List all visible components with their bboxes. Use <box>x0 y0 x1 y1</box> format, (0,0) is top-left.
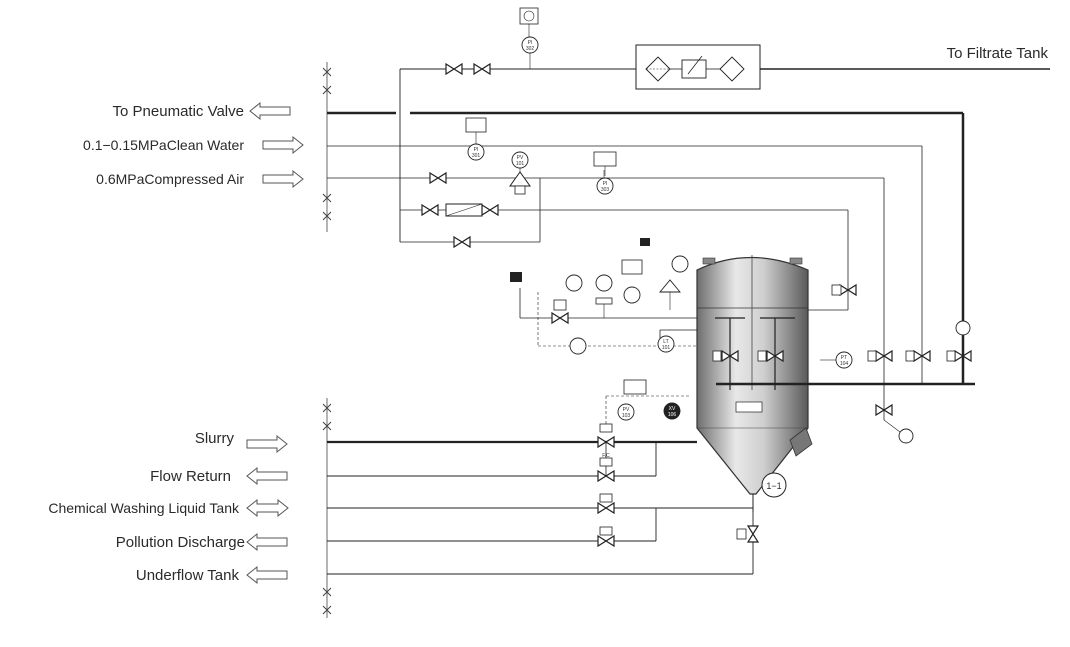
filter-unit <box>635 44 761 90</box>
underflow-tank-label: Underflow Tank <box>136 567 240 584</box>
row-slurry: Slurry <box>195 430 288 453</box>
svg-text:PV: PV <box>517 155 524 161</box>
lower-valves: F.C <box>597 423 759 547</box>
flag-icon <box>510 272 522 282</box>
pollution-discharge-label: Pollution Discharge <box>116 534 245 551</box>
arrow-both-icon <box>246 498 289 518</box>
pressure-regulator-icon <box>509 171 531 187</box>
arrow-left-icon <box>246 467 288 485</box>
svg-text:303: 303 <box>601 187 610 193</box>
gate-valve-icon <box>473 63 491 75</box>
to-filtrate-tank-label: To Filtrate Tank <box>947 45 1049 62</box>
compressed-air-label: 0.6MPaCompressed Air <box>96 171 244 187</box>
instrument-pi-301: PI 301 <box>465 117 487 161</box>
gate-valve-icon <box>429 172 447 184</box>
upper-valves <box>421 63 531 248</box>
gate-valve-icon <box>453 236 471 248</box>
boundary-upper <box>322 62 332 232</box>
row-pollution-discharge: Pollution Discharge <box>116 533 288 551</box>
slurry-label: Slurry <box>195 430 235 447</box>
row-flow-return: Flow Return <box>150 467 288 485</box>
svg-text:103: 103 <box>622 413 631 419</box>
svg-text:101: 101 <box>662 345 671 351</box>
instrument-pi-303: PI 303 <box>593 151 617 195</box>
right-header <box>716 309 975 386</box>
to-pneumatic-valve-label: To Pneumatic Valve <box>113 103 244 120</box>
gate-valve-icon <box>421 204 439 216</box>
piping-lower <box>327 395 754 575</box>
flow-return-label: Flow Return <box>150 468 231 485</box>
svg-text:301: 301 <box>472 153 481 159</box>
lower-instruments: PV 103 XV 106 <box>617 379 763 421</box>
svg-text:104: 104 <box>840 361 849 367</box>
row-to-pneumatic-valve: To Pneumatic Valve <box>113 102 291 120</box>
chemical-washing-label: Chemical Washing Liquid Tank <box>48 500 240 516</box>
svg-text:106: 106 <box>668 412 677 418</box>
svg-text:PT: PT <box>841 355 847 361</box>
arrow-left-icon <box>246 533 288 551</box>
check-valve-icon <box>445 63 463 75</box>
instrument-pi-302: PI 302 <box>519 7 539 54</box>
gate-valve-icon <box>481 204 499 216</box>
svg-text:1−1: 1−1 <box>766 481 781 491</box>
svg-text:101: 101 <box>516 161 525 167</box>
svg-text:PV: PV <box>623 407 630 413</box>
right-valves <box>831 284 972 444</box>
instrument-lt-101: LT 101 <box>657 335 675 353</box>
piping-upper <box>327 50 1050 420</box>
label-to-filtrate-tank: To Filtrate Tank <box>947 45 1049 62</box>
vessel-tag: 1−1 <box>761 472 787 498</box>
instrument-pt-104: PT 104 <box>820 351 853 369</box>
instrument-pv-103: PV 103 <box>617 403 635 421</box>
svg-text:PI: PI <box>603 181 608 187</box>
svg-text:PI: PI <box>474 147 479 153</box>
row-chemical-washing: Chemical Washing Liquid Tank <box>48 498 289 518</box>
svg-text:F.C: F.C <box>602 453 610 459</box>
arrow-left-icon <box>246 566 288 584</box>
svg-text:XV: XV <box>669 406 676 412</box>
instrument-pv-101: PV 101 <box>511 151 529 172</box>
svg-text:302: 302 <box>526 46 535 52</box>
row-compressed-air: 0.6MPaCompressed Air <box>96 170 304 188</box>
instrument-xv-106: XV 106 <box>663 402 681 420</box>
arrow-left-icon <box>249 102 291 120</box>
arrow-right-icon <box>262 170 304 188</box>
flag-icon <box>640 238 650 246</box>
clean-water-label: 0.1−0.15MPaClean Water <box>83 137 244 153</box>
mid-cluster-elements <box>510 238 689 355</box>
arrow-right-icon <box>262 136 304 154</box>
svg-text:LT: LT <box>663 339 668 345</box>
arrow-right-icon <box>246 435 288 453</box>
svg-text:PI: PI <box>528 40 533 46</box>
inner-filter-valves <box>712 350 784 362</box>
row-clean-water: 0.1−0.15MPaClean Water <box>83 136 304 154</box>
row-underflow-tank: Underflow Tank <box>136 566 288 584</box>
filter-vessel <box>696 255 813 512</box>
